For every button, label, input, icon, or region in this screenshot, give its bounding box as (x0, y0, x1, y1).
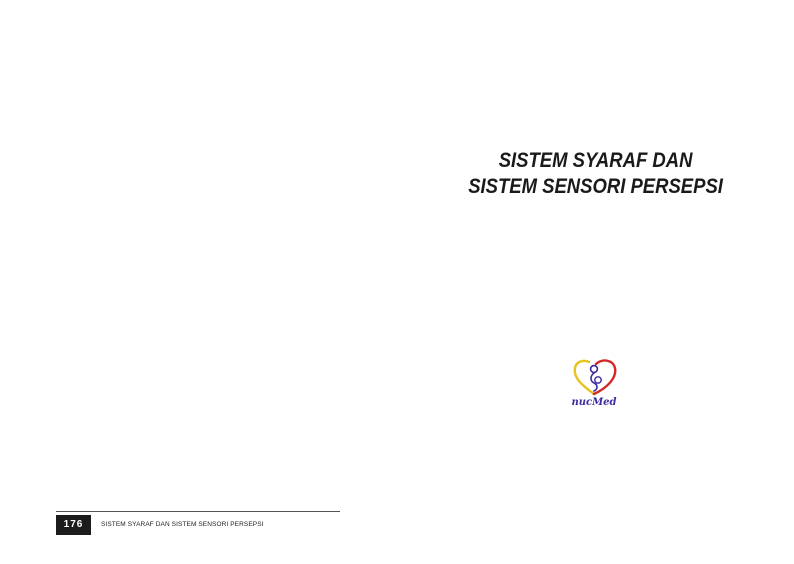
heart-right-stroke (592, 359, 617, 396)
left-page (0, 0, 397, 564)
footer-rule (56, 511, 340, 512)
logo-wordmark: nucMed (571, 397, 616, 408)
nucmed-heart-logo-icon: nucMed (571, 359, 617, 408)
chapter-title: SISTEM SYARAF DAN SISTEM SENSORI PERSEPS… (421, 148, 770, 200)
figure-body (590, 372, 598, 392)
chapter-title-line-1: SISTEM SYARAF DAN (498, 149, 693, 172)
figure-ring (594, 376, 602, 384)
running-title: SISTEM SYARAF DAN SISTEM SENSORI PERSEPS… (101, 521, 264, 528)
figure-head (589, 364, 599, 374)
right-page: SISTEM SYARAF DAN SISTEM SENSORI PERSEPS… (397, 0, 794, 564)
heart-left-stroke (573, 359, 596, 396)
chapter-title-line-2: SISTEM SENSORI PERSEPSI (468, 175, 723, 198)
nucmed-logo: nucMed (563, 356, 625, 410)
page-number: 176 (56, 515, 91, 535)
